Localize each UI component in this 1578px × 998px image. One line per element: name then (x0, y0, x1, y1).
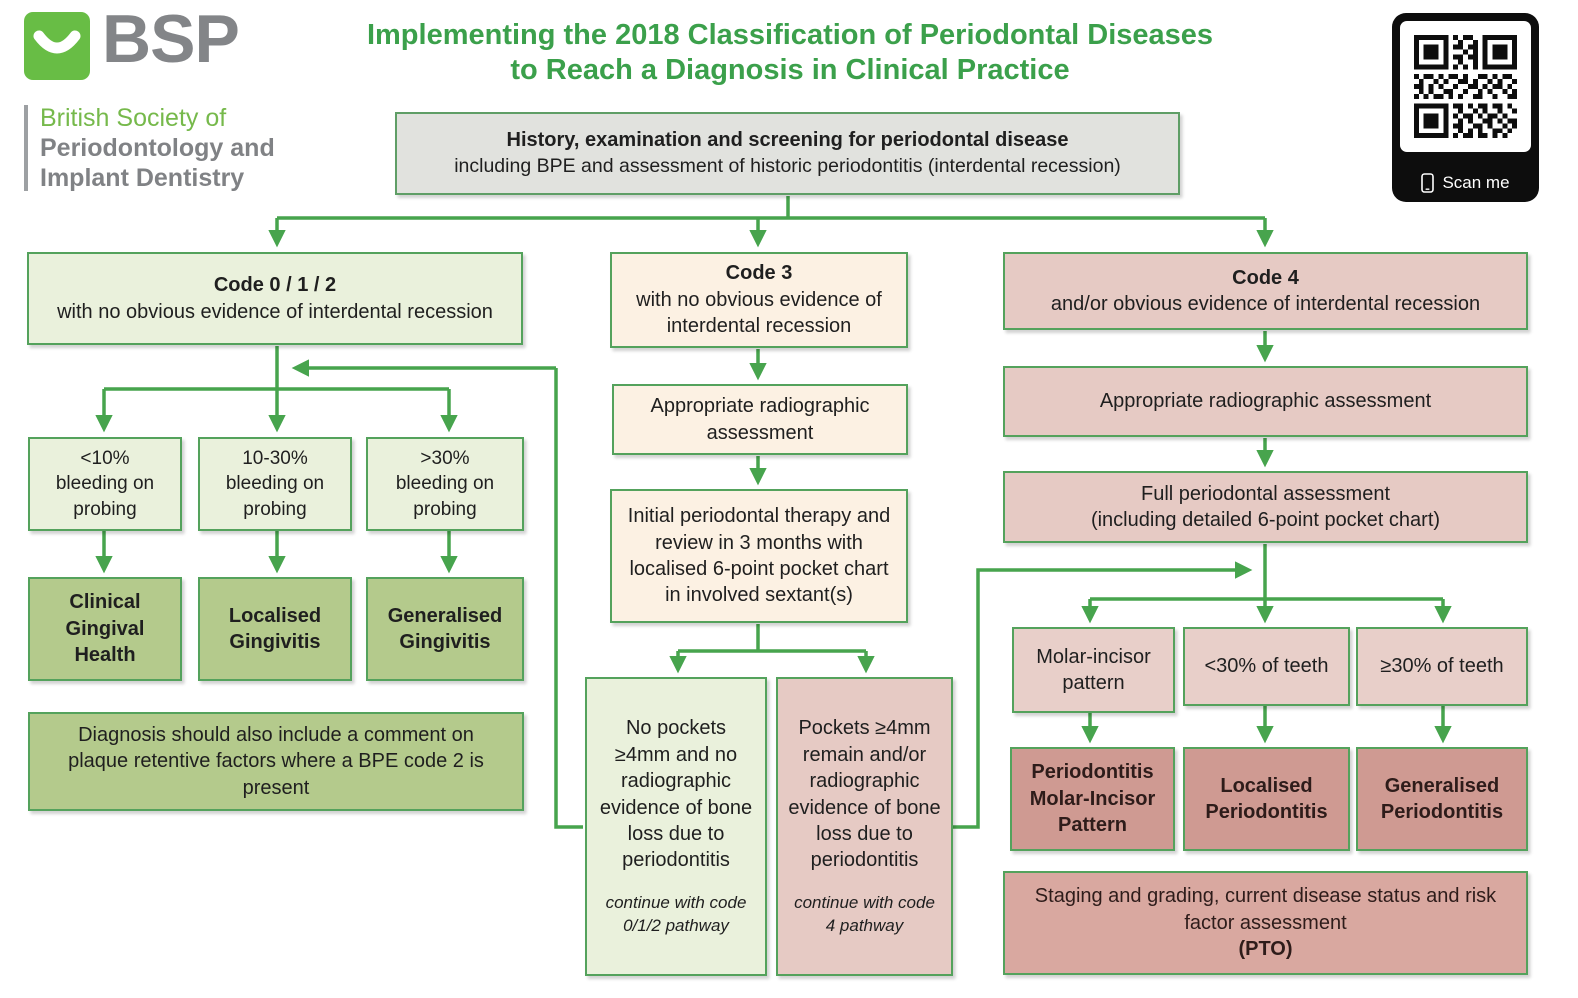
qr-label: Scan me (1442, 173, 1510, 192)
poster-title-line2: to Reach a Diagnosis in Clinical Practic… (510, 53, 1070, 86)
code-3-subtext: with no obvious evidence of interdental … (636, 288, 882, 338)
bsp-logo-text: BSP (102, 1, 240, 77)
no-pockets-box: No pockets ≥4mm and no radiographic evid… (585, 677, 767, 976)
code-3-box: Code 3 with no obvious evidence of inter… (610, 252, 908, 348)
periodontitis-molar-incisor-box: Periodontitis Molar-Incisor Pattern (1010, 747, 1175, 851)
qr-pattern (1413, 34, 1518, 139)
pockets-remain-pathway-note: continue with code 4 pathway (794, 892, 935, 935)
pockets-remain-text: Pockets ≥4mm remain and/or radiographic … (788, 717, 941, 872)
no-pockets-pathway-note: continue with code 0/1/2 pathway (605, 892, 747, 935)
phone-icon (1421, 173, 1435, 193)
bleeding-10-30-box: 10-30% bleeding on probing (198, 437, 352, 531)
qr-code-badge: Scan me (1392, 13, 1539, 202)
code-4-subtext: and/or obvious evidence of interdental r… (1050, 293, 1481, 315)
bleeding-lt10-box: <10% bleeding on probing (28, 437, 182, 531)
full-periodontal-assessment-box: Full periodontal assessment (including d… (1003, 471, 1528, 543)
staging-grading-text: Staging and grading, current disease sta… (1034, 885, 1497, 934)
radiographic-assessment-right-box: Appropriate radiographic assessment (1003, 366, 1528, 437)
clinical-gingival-health-box: Clinical Gingival Health (28, 577, 182, 681)
org-name-line3: Implant Dentistry (40, 164, 245, 192)
poster-title: Implementing the 2018 Classification of … (330, 18, 1250, 88)
bleeding-gt30-box: >30% bleeding on probing (366, 437, 524, 531)
lt30-of-teeth-box: <30% of teeth (1183, 627, 1350, 706)
generalised-periodontitis-box: Generalised Periodontitis (1356, 747, 1528, 851)
staging-grading-box: Staging and grading, current disease sta… (1003, 871, 1528, 975)
code-0-1-2-box: Code 0 / 1 / 2 with no obvious evidence … (27, 252, 523, 345)
no-pockets-text: No pockets ≥4mm and no radiographic evid… (599, 717, 753, 872)
code-0-1-2-heading: Code 0 / 1 / 2 (213, 274, 337, 297)
gte30-of-teeth-box: ≥30% of teeth (1356, 627, 1528, 706)
qr-code (1400, 21, 1531, 152)
bsp-logo (24, 12, 90, 80)
molar-incisor-pattern-box: Molar-incisor pattern (1012, 627, 1175, 713)
plaque-note-box: Diagnosis should also include a comment … (28, 712, 524, 811)
org-name-line1: British Society of (40, 104, 227, 132)
generalised-gingivitis-box: Generalised Gingivitis (366, 577, 524, 681)
staging-pto-label: (PTO) (1238, 938, 1293, 961)
localised-gingivitis-box: Localised Gingivitis (198, 577, 352, 681)
code-4-box: Code 4 and/or obvious evidence of interd… (1003, 252, 1528, 330)
pockets-remain-box: Pockets ≥4mm remain and/or radiographic … (776, 677, 953, 976)
smile-icon (33, 30, 81, 54)
code-3-heading: Code 3 (725, 262, 793, 285)
poster-title-line1: Implementing the 2018 Classification of … (366, 19, 1214, 51)
localised-periodontitis-box: Localised Periodontitis (1183, 747, 1350, 851)
history-screening-box: History, examination and screening for p… (395, 112, 1180, 195)
radiographic-assessment-mid-box: Appropriate radiographic assessment (612, 384, 908, 455)
initial-therapy-box: Initial periodontal therapy and review i… (610, 489, 908, 623)
code-4-heading: Code 4 (1232, 266, 1299, 289)
history-subtext: including BPE and assessment of historic… (454, 154, 1121, 177)
org-divider-bar (24, 105, 28, 191)
org-name-line2: Periodontology and (40, 134, 275, 162)
code-0-1-2-subtext: with no obvious evidence of interdental … (57, 300, 493, 323)
history-heading: History, examination and screening for p… (506, 129, 1069, 152)
